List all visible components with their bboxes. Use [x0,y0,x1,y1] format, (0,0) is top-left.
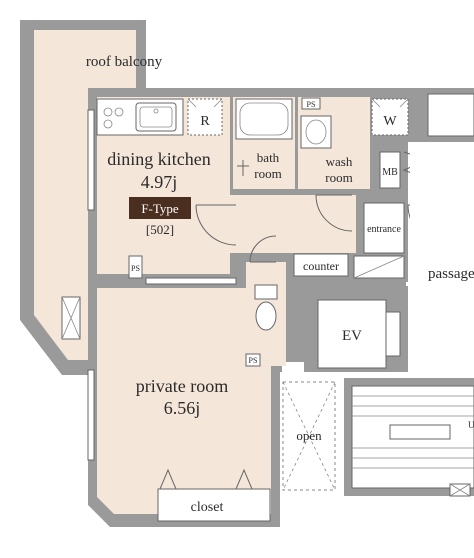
bathtub-icon [235,98,293,140]
refrigerator-icon: R [187,98,223,136]
unit-type-label: F-Type [141,201,179,216]
bath-room-label-1: bath [257,150,280,165]
passage-label: passage [428,266,474,282]
wash-door [315,194,353,232]
dining-kitchen-size: 4.97j [141,172,178,192]
ps-toilet [245,353,261,367]
stove-icon [103,107,124,129]
sink-icon [135,102,177,132]
ev-label: EV [342,328,362,344]
private-room-label: private room [136,376,228,396]
unit-number: [502] [146,222,174,237]
dining-window [87,109,95,211]
ps-toilet-label: PS [249,356,258,365]
washer-label: W [383,114,397,129]
ev-cabin [317,299,387,369]
ps-kitchen [128,255,143,279]
drain-icon [61,296,81,340]
entrance-label: entrance [367,224,401,235]
washer-icon: W [371,98,409,136]
ev-door [385,311,401,357]
refrigerator-label: R [200,114,210,129]
hall-area [230,195,356,253]
ps-kitchen-label: PS [131,264,140,273]
closet-doors [159,468,253,490]
mb-label: MB [382,167,398,178]
kitchen-window [145,277,237,285]
ps-wash [301,97,321,110]
mb-box [379,151,401,189]
counter-label: counter [303,259,339,273]
counter-area [293,253,349,277]
wash-room-label-2: room [325,170,352,185]
roof-balcony-label: roof balcony [86,54,163,70]
wash-room-label-1: wash [326,154,353,169]
toilet-door [249,235,277,263]
stairs-icon [352,395,474,469]
open-label: open [296,428,322,443]
dining-door [195,204,237,246]
entrance-area [363,202,405,254]
washbasin-icon [300,115,332,149]
unit-type-badge: F-Type [129,197,191,219]
passage-area [410,142,474,362]
stair-drain-icon [449,483,471,497]
bath-room-label-2: room [254,166,281,181]
private-room-area [97,288,271,514]
top-right-inner [427,93,474,137]
dining-kitchen-label: dining kitchen [107,149,210,169]
private-room-size: 6.56j [164,398,201,418]
private-room-window [87,369,95,461]
toilet-icon [254,284,278,331]
stairs-up-label: UP [468,420,474,430]
closet-label: closet [191,500,224,515]
shower-icon [237,160,249,176]
private-room-corner [97,497,114,514]
closet-area [157,488,271,522]
ps-wash-label: PS [307,100,316,109]
roof-balcony-area [34,30,136,360]
